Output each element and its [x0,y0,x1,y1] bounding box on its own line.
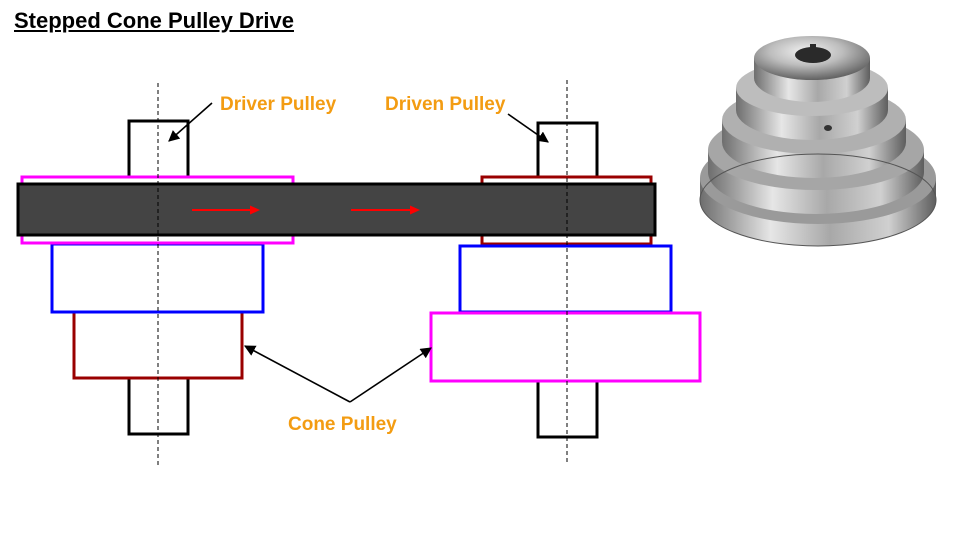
cone-pointer-arrow-right [349,347,432,403]
driver-pulley-label: Driver Pulley [220,94,337,115]
belt-direction-arrow-2 [351,205,420,215]
belt [16,182,657,237]
driven-pulley-label: Driven Pulley [385,94,506,115]
stepped-cone-pulley-photo [699,36,937,247]
driven-pointer-arrow [507,113,549,143]
cone-pointer-arrow-left [244,345,351,403]
driven-pulley-assembly [429,121,702,439]
cone-pulley-label: Cone Pulley [288,414,397,435]
driver-pointer-arrow [168,102,213,142]
belt-direction-arrow-1 [192,205,260,215]
driver-shaft-top [127,119,190,183]
driven-step-large [429,311,702,383]
driven-step-medium [458,244,673,314]
page-title: Stepped Cone Pulley Drive [14,8,294,33]
